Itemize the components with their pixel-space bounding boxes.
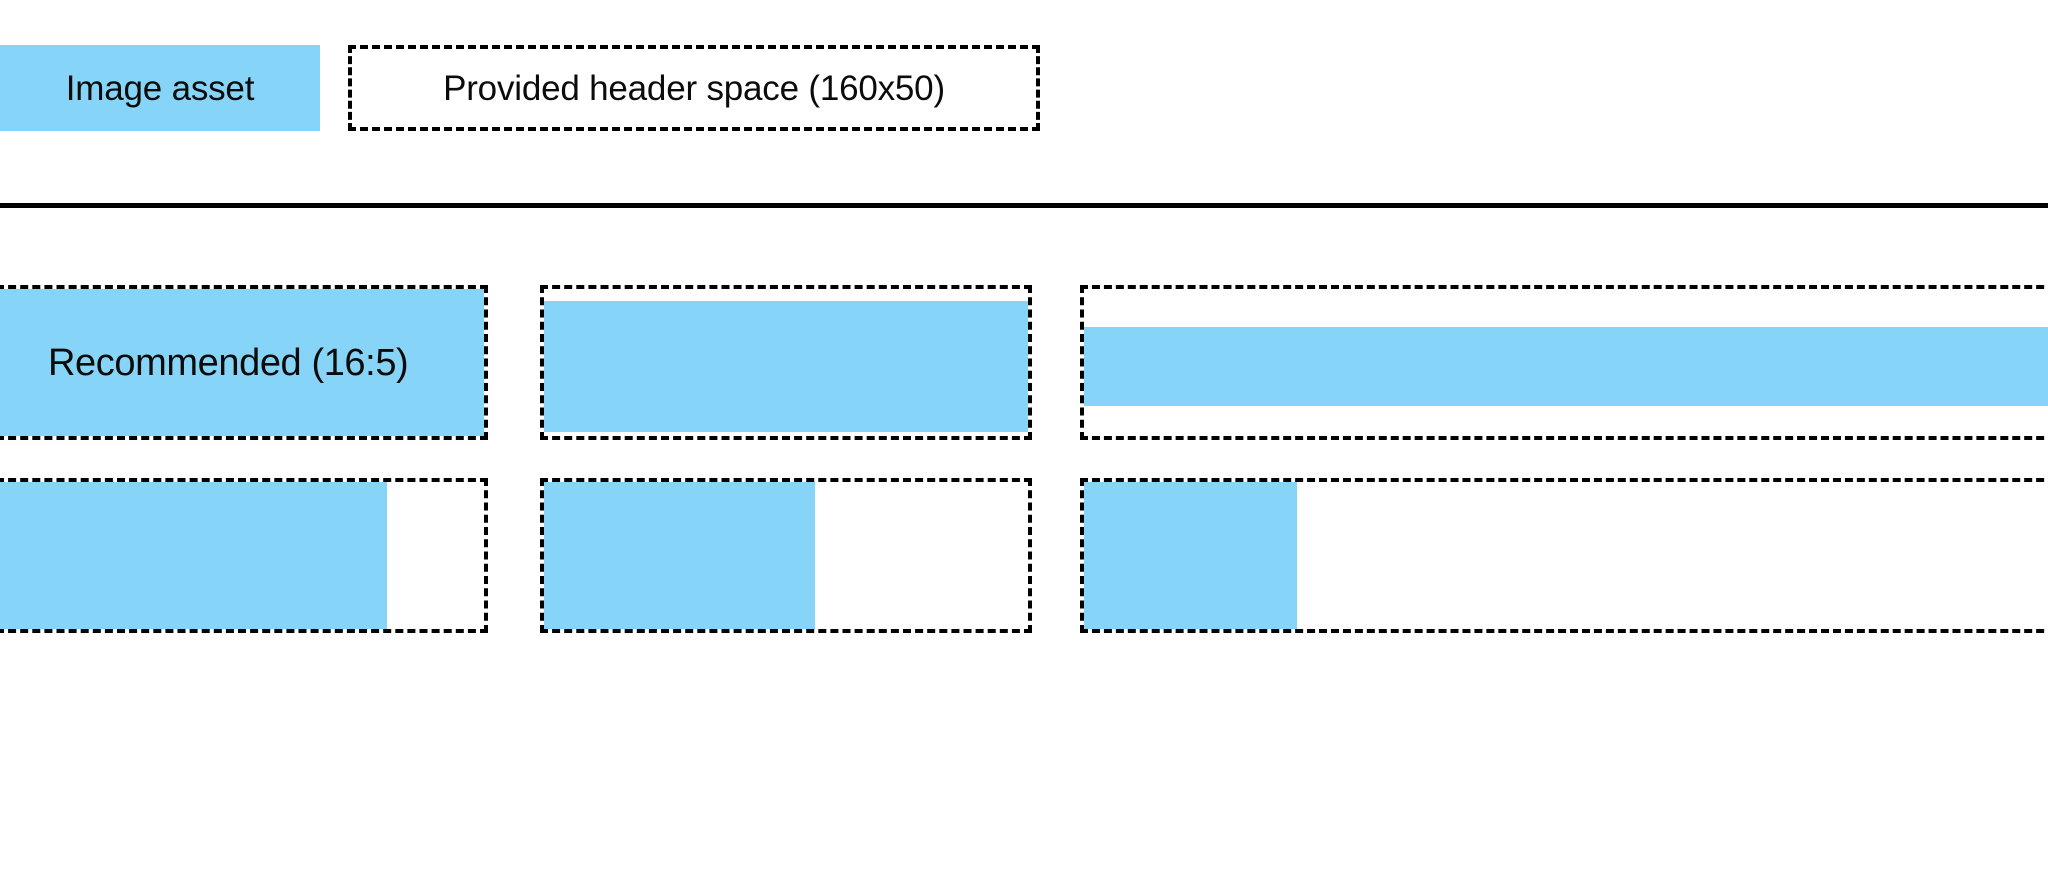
width-fraction-row	[0, 478, 2048, 633]
width-fill-56	[544, 482, 816, 629]
header-row: Image asset Provided header space (160x5…	[0, 45, 2048, 131]
ratio-fill-inset	[544, 301, 1028, 432]
image-asset-swatch: Image asset	[0, 45, 320, 131]
image-asset-label: Image asset	[65, 68, 255, 108]
ratio-fill-letterbox	[1084, 327, 2048, 406]
section-divider	[0, 203, 2048, 208]
ratio-cell-letterbox	[1080, 285, 2048, 440]
ratio-grid: Recommended (16:5)	[0, 285, 2048, 635]
aspect-ratio-row: Recommended (16:5)	[0, 285, 2048, 440]
recommended-ratio-label: Recommended (16:5)	[48, 341, 409, 384]
ratio-cell-inset	[540, 285, 1032, 440]
ratio-cell-recommended: Recommended (16:5)	[0, 285, 488, 440]
provided-header-space-label: Provided header space (160x50)	[443, 68, 945, 108]
width-fill-80	[0, 482, 388, 629]
provided-header-space-box: Provided header space (160x50)	[348, 45, 1040, 131]
width-cell-56	[540, 478, 1032, 633]
ratio-fill-recommended	[0, 289, 484, 436]
width-cell-80	[0, 478, 488, 633]
width-cell-22	[1080, 478, 2048, 633]
width-fill-22	[1084, 482, 1298, 629]
